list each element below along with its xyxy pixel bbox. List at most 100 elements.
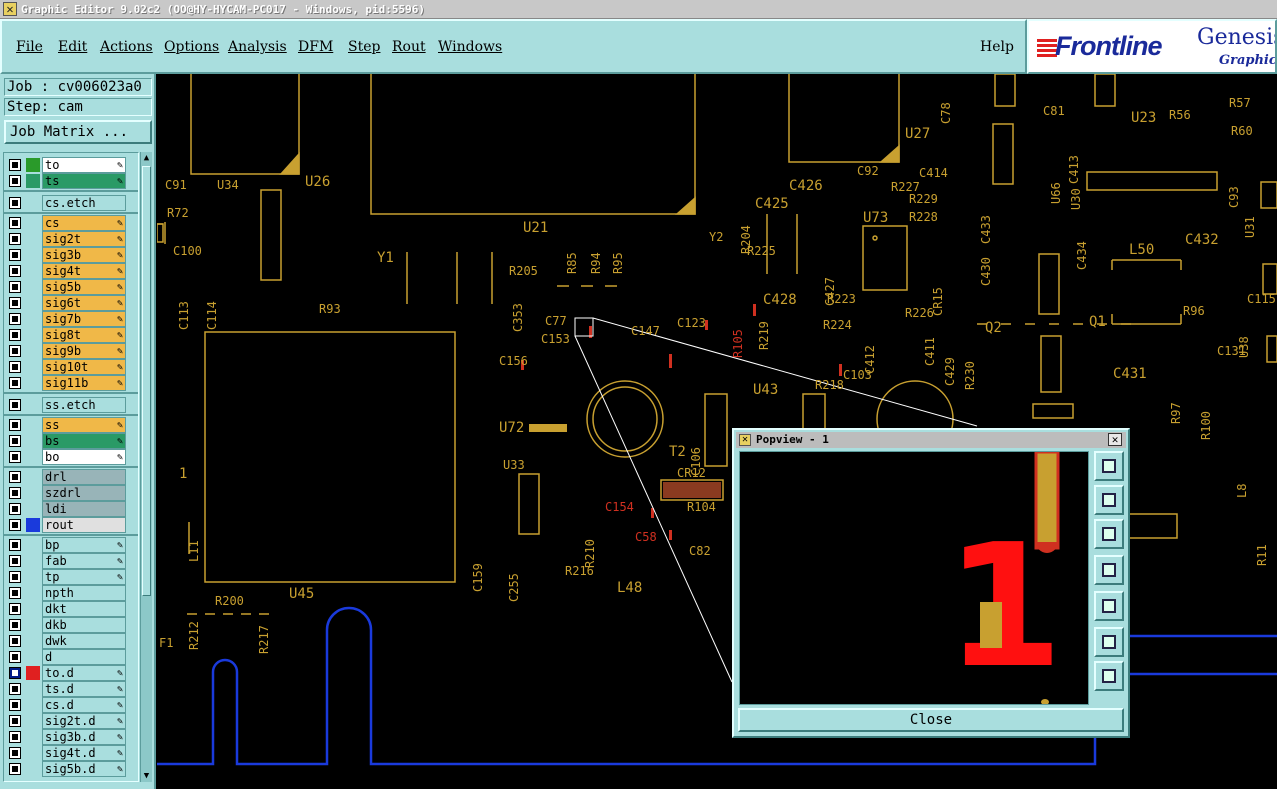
layer-name[interactable]: bp✎ [42, 537, 126, 553]
layer-row[interactable]: sig4t.d✎ [4, 745, 138, 761]
layer-name[interactable]: sig6t✎ [42, 295, 126, 311]
menu-step[interactable]: Step [348, 39, 380, 55]
popview-pan-right-button[interactable] [1094, 591, 1124, 621]
popview-title-bar[interactable]: ✕ Popview - 1 ✕ [736, 432, 1126, 448]
layer-checkbox[interactable] [9, 651, 21, 663]
layer-name[interactable]: fab✎ [42, 553, 126, 569]
popview-close-button[interactable]: Close [738, 708, 1124, 732]
layer-row[interactable]: sig6t✎ [4, 295, 138, 311]
layer-name[interactable]: cs.etch [42, 195, 126, 211]
layer-name[interactable]: szdrl [42, 485, 126, 501]
layer-row[interactable]: sig5b.d✎ [4, 761, 138, 777]
layer-row[interactable]: ss✎ [4, 417, 138, 433]
layer-name[interactable]: sig2t.d✎ [42, 713, 126, 729]
layer-name[interactable]: bo✎ [42, 449, 126, 465]
layer-checkbox[interactable] [9, 715, 21, 727]
layer-checkbox[interactable] [9, 217, 21, 229]
layer-name[interactable]: to✎ [42, 157, 126, 173]
layer-color-swatch[interactable] [26, 518, 40, 532]
menu-windows[interactable]: Windows [438, 39, 502, 55]
layer-name[interactable]: tp✎ [42, 569, 126, 585]
layer-name[interactable]: sig5b.d✎ [42, 761, 126, 777]
popview-zoom-out-button[interactable] [1094, 627, 1124, 657]
layer-row[interactable]: d [4, 649, 138, 665]
layer-row[interactable]: fab✎ [4, 553, 138, 569]
layer-name[interactable]: ldi [42, 501, 126, 517]
layer-name[interactable]: sig9b✎ [42, 343, 126, 359]
job-matrix-button[interactable]: Job Matrix ... [4, 120, 152, 144]
layer-row[interactable]: sig4t✎ [4, 263, 138, 279]
layer-checkbox[interactable] [9, 175, 21, 187]
layer-checkbox[interactable] [9, 313, 21, 325]
popview-zoom-window-button[interactable] [1094, 451, 1124, 481]
popview-pan-down-button[interactable] [1094, 519, 1124, 549]
layer-name[interactable]: cs.d✎ [42, 697, 126, 713]
layer-checkbox[interactable] [9, 683, 21, 695]
layer-checkbox[interactable] [9, 471, 21, 483]
layer-name[interactable]: d [42, 649, 126, 665]
layer-row[interactable]: sig10t✎ [4, 359, 138, 375]
layer-row[interactable]: bo✎ [4, 449, 138, 465]
scrollbar-thumb[interactable] [142, 166, 151, 596]
layer-row[interactable]: ts✎ [4, 173, 138, 189]
layer-checkbox[interactable] [9, 265, 21, 277]
layer-name[interactable]: npth [42, 585, 126, 601]
layer-row[interactable]: tp✎ [4, 569, 138, 585]
menu-help[interactable]: Help [980, 39, 1014, 55]
layer-checkbox[interactable] [9, 731, 21, 743]
layer-name[interactable]: sig10t✎ [42, 359, 126, 375]
popview-zoom-home-button[interactable] [1094, 661, 1124, 691]
layer-row[interactable]: sig3b✎ [4, 247, 138, 263]
layer-checkbox[interactable] [9, 747, 21, 759]
layer-checkbox[interactable] [9, 435, 21, 447]
layer-color-swatch[interactable] [26, 158, 40, 172]
layer-color-swatch[interactable] [26, 666, 40, 680]
layer-name[interactable]: ss.etch [42, 397, 126, 413]
layer-checkbox[interactable] [9, 399, 21, 411]
layer-checkbox[interactable] [9, 233, 21, 245]
scroll-down-icon[interactable]: ▼ [143, 771, 150, 781]
layer-checkbox[interactable] [9, 329, 21, 341]
layer-checkbox[interactable] [9, 249, 21, 261]
layer-row[interactable]: npth [4, 585, 138, 601]
layer-row[interactable]: cs✎ [4, 215, 138, 231]
layer-checkbox[interactable] [9, 361, 21, 373]
popview-pan-left-button[interactable] [1094, 555, 1124, 585]
layer-checkbox[interactable] [9, 571, 21, 583]
popview-pan-up-button[interactable] [1094, 485, 1124, 515]
layer-checkbox[interactable] [9, 419, 21, 431]
layer-row[interactable]: dwk [4, 633, 138, 649]
layer-row[interactable]: bp✎ [4, 537, 138, 553]
layer-name[interactable]: sig3b.d✎ [42, 729, 126, 745]
layer-row[interactable]: ts.d✎ [4, 681, 138, 697]
layer-row[interactable]: to✎ [4, 157, 138, 173]
layer-row[interactable]: to.d✎ [4, 665, 138, 681]
layer-row[interactable]: sig9b✎ [4, 343, 138, 359]
layer-name[interactable]: ts✎ [42, 173, 126, 189]
layer-name[interactable]: ts.d✎ [42, 681, 126, 697]
layer-row[interactable]: sig5b✎ [4, 279, 138, 295]
layer-checkbox[interactable] [9, 297, 21, 309]
layer-row[interactable]: sig2t.d✎ [4, 713, 138, 729]
layer-name[interactable]: drl [42, 469, 126, 485]
layer-name[interactable]: sig8t✎ [42, 327, 126, 343]
layer-row[interactable]: sig8t✎ [4, 327, 138, 343]
layer-row[interactable]: bs✎ [4, 433, 138, 449]
layer-name[interactable]: cs✎ [42, 215, 126, 231]
layer-row[interactable]: ldi [4, 501, 138, 517]
layer-checkbox[interactable] [9, 635, 21, 647]
layer-name[interactable]: sig4t✎ [42, 263, 126, 279]
layer-row[interactable]: rout [4, 517, 138, 533]
layer-name[interactable]: dwk [42, 633, 126, 649]
scroll-up-icon[interactable]: ▲ [143, 153, 150, 163]
layer-row[interactable]: ss.etch [4, 397, 138, 413]
menu-actions[interactable]: Actions [100, 39, 153, 55]
layer-row[interactable]: drl [4, 469, 138, 485]
layer-checkbox[interactable] [9, 587, 21, 599]
layer-row[interactable]: dkb [4, 617, 138, 633]
layer-checkbox[interactable] [9, 555, 21, 567]
layer-name[interactable]: bs✎ [42, 433, 126, 449]
layer-color-swatch[interactable] [26, 174, 40, 188]
layer-name[interactable]: sig3b✎ [42, 247, 126, 263]
layer-checkbox[interactable] [9, 667, 21, 679]
